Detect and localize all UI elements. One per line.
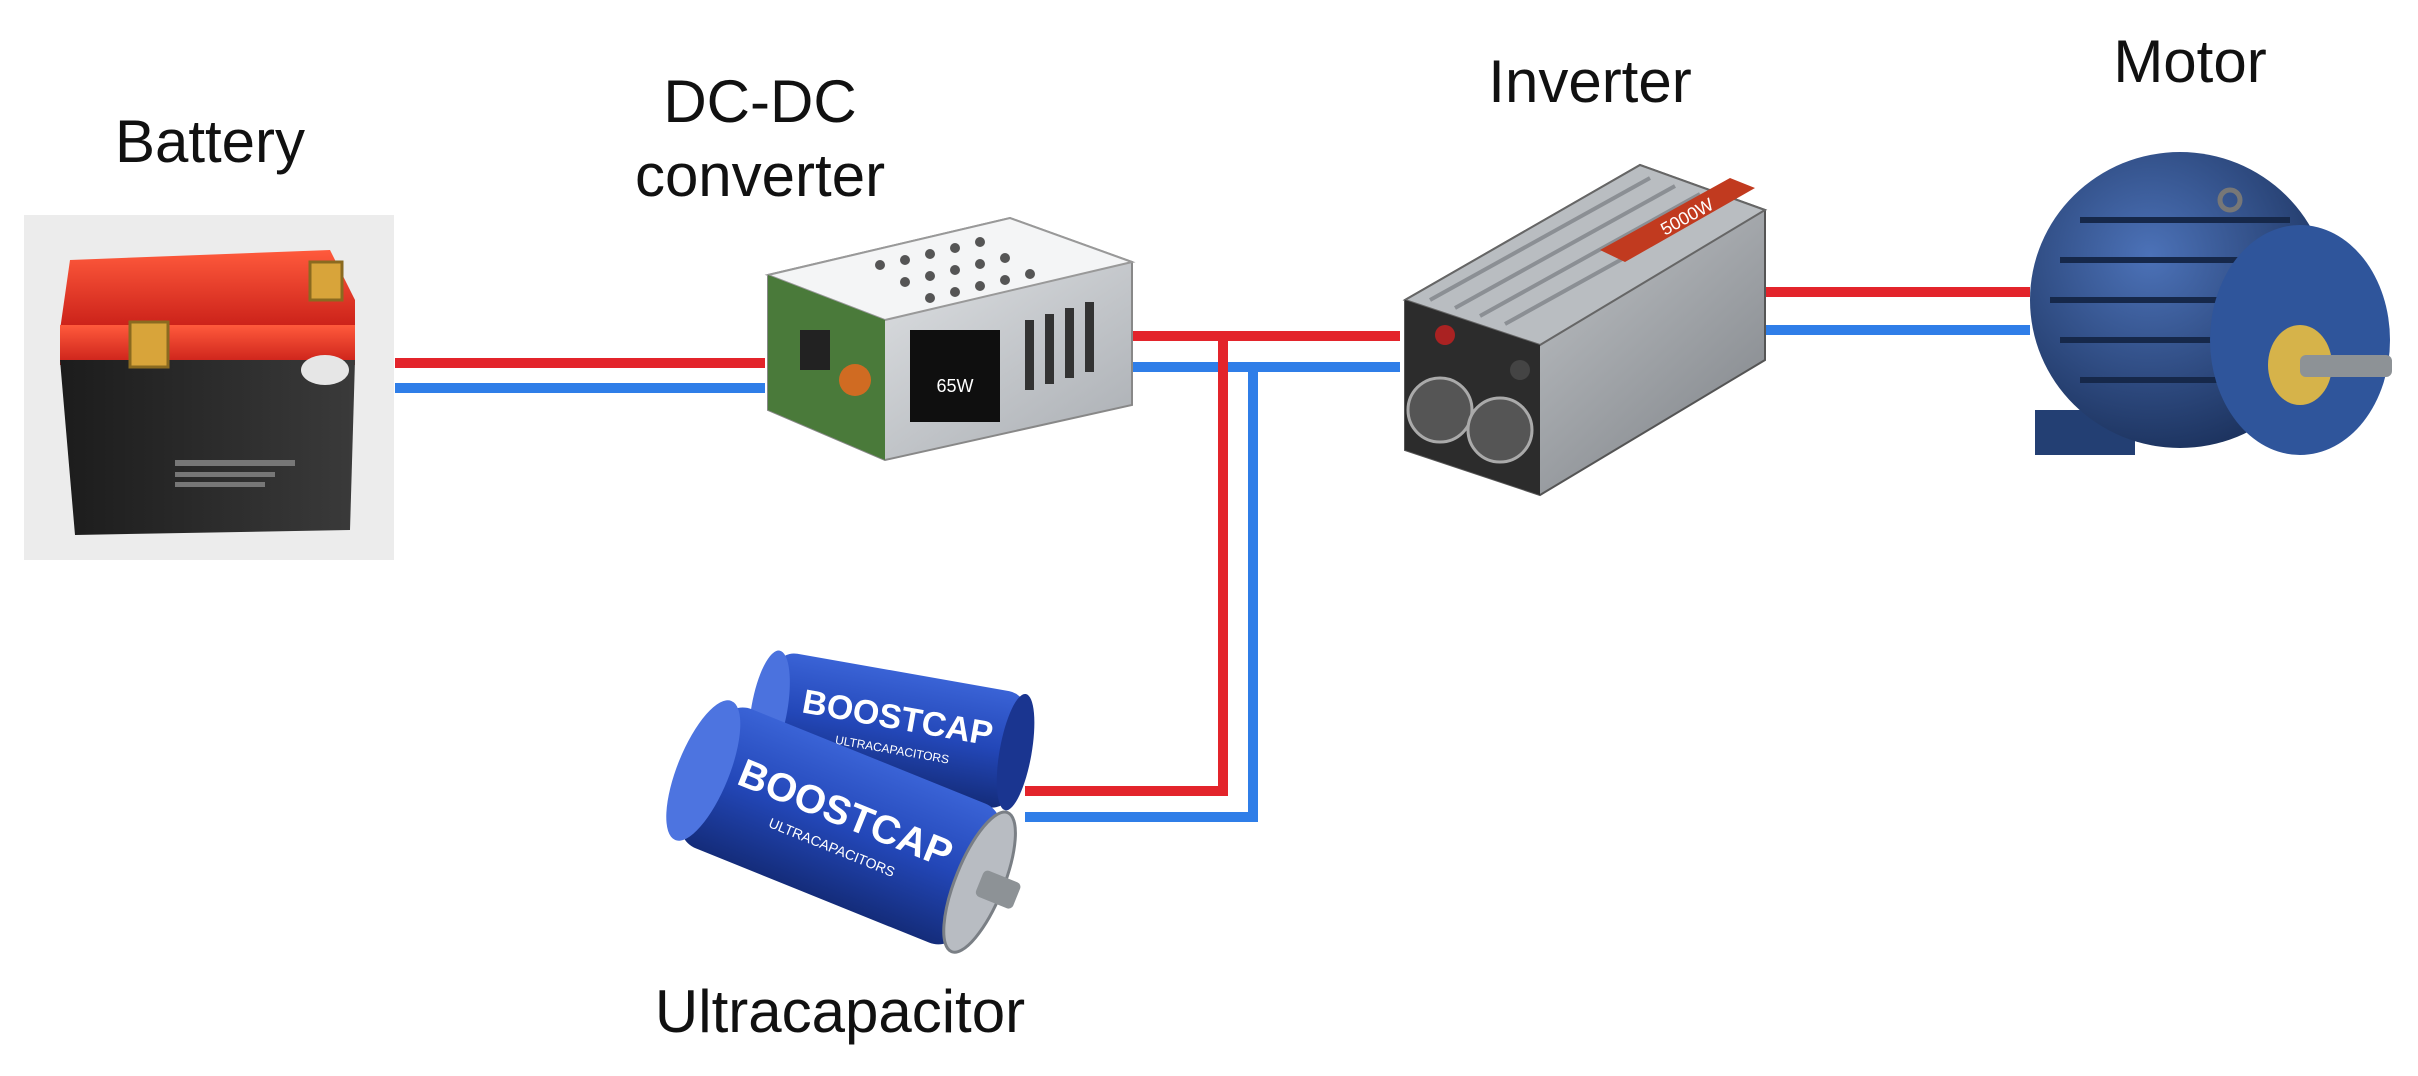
ultracapacitor-label: Ultracapacitor [654, 978, 1026, 1045]
dcdc-converter-image: 65W [764, 216, 1136, 462]
wires [395, 287, 2030, 822]
dcdc-label-line1: DC-DC [663, 68, 857, 135]
inverter-label: Inverter [1488, 48, 1692, 115]
battery-image [24, 215, 394, 560]
wire-ucap-positive [1025, 336, 1228, 796]
dcdc-label-line2: converter [634, 142, 886, 209]
wire-ucap-negative [1025, 367, 1258, 822]
dcdc-converter-label: DC-DC converter [580, 65, 940, 213]
motor-label: Motor [2113, 28, 2267, 95]
dcdc-model-text: 65W [936, 376, 973, 396]
battery-label: Battery [114, 108, 306, 175]
ultracapacitor-image: BOOSTCAP ULTRACAPACITORS BOOSTCAP ULTRAC… [666, 650, 1035, 954]
motor-image [2030, 152, 2392, 455]
inverter-image: 5000W [1402, 163, 1768, 497]
